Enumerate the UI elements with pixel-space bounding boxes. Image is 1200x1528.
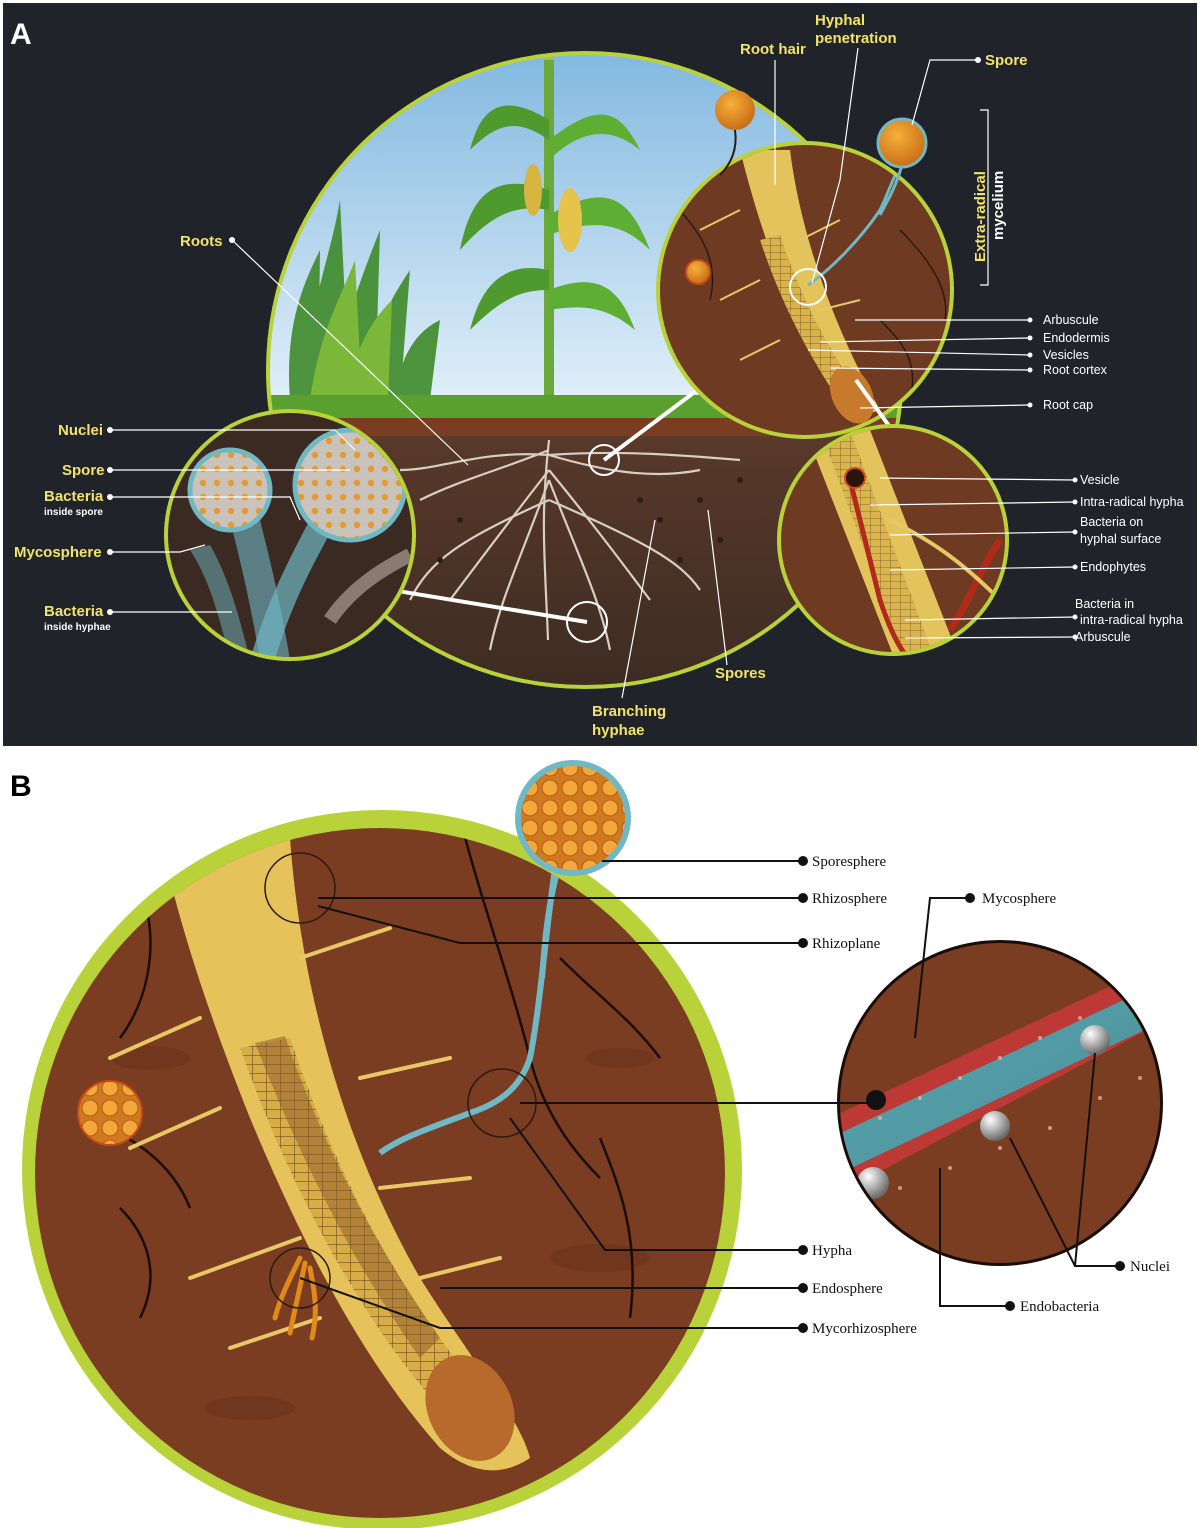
big-root-circle — [22, 810, 742, 1528]
label-mycosphere-b: Mycosphere — [982, 891, 1056, 907]
label-vesicle: Vesicle — [1080, 473, 1120, 487]
panel-a-illustration: Root hair Hyphal penetration Spore Extra… — [3, 3, 1197, 746]
label-root-cortex: Root cortex — [1043, 363, 1108, 377]
spore-floating — [715, 90, 755, 176]
label-mycelium: mycelium — [990, 171, 1007, 240]
label-mycosphere: Mycosphere — [14, 544, 102, 561]
label-arbuscule-bottom: Arbuscule — [1075, 630, 1131, 644]
label-branching-2: hyphae — [592, 722, 645, 739]
label-bacteria-in-2: intra-radical hypha — [1080, 613, 1183, 627]
top-right-zoom-circle — [656, 90, 954, 439]
label-root-hair: Root hair — [740, 41, 806, 58]
label-hyphal-penetration-2: penetration — [815, 30, 897, 47]
rhizosphere-zoom-marker — [264, 852, 336, 924]
label-intra-radical-hypha: Intra-radical hypha — [1080, 495, 1184, 509]
roots — [399, 439, 741, 651]
label-nuclei-b: Nuclei — [1130, 1259, 1170, 1275]
label-root-cap: Root cap — [1043, 398, 1093, 412]
label-hypha: Hypha — [812, 1243, 852, 1259]
label-endodermis: Endodermis — [1043, 331, 1110, 345]
mycosphere-zoom-circle — [837, 940, 1163, 1266]
label-inside-spore: inside spore — [44, 507, 103, 518]
label-sporesphere: Sporesphere — [812, 854, 886, 870]
label-bacteria-hyphae: Bacteria — [44, 603, 104, 620]
label-nuclei: Nuclei — [58, 422, 103, 439]
label-endosphere: Endosphere — [812, 1281, 883, 1297]
label-spore-top: Spore — [985, 52, 1028, 69]
label-rhizosphere: Rhizosphere — [812, 891, 887, 907]
label-inside-hyphae: inside hyphae — [44, 622, 111, 633]
mycorhizosphere-zoom-marker — [269, 1247, 331, 1309]
panel-a-leader-lines — [110, 47, 1076, 699]
panel-a-label: A — [10, 18, 32, 51]
label-arbuscule-top: Arbuscule — [1043, 313, 1099, 327]
spores-zoom-marker — [566, 601, 608, 643]
label-hyphal-penetration-1: Hyphal — [815, 12, 865, 29]
spore-top — [876, 117, 928, 216]
label-bacteria-on-2: hyphal surface — [1080, 532, 1161, 546]
label-branching-1: Branching — [592, 703, 666, 720]
label-rhizoplane: Rhizoplane — [812, 936, 881, 952]
label-mycorhizosphere: Mycorhizosphere — [812, 1321, 917, 1337]
label-spores: Spores — [715, 665, 766, 682]
label-bacteria-spore: Bacteria — [44, 488, 104, 505]
panel-b-illustration: Sporesphere Rhizosphere Rhizoplane Mycos… — [22, 760, 1170, 1528]
bottom-right-zoom-circle — [777, 424, 1009, 656]
root-cross-section — [160, 836, 530, 1471]
label-endobacteria: Endobacteria — [1020, 1299, 1099, 1315]
maize-plant — [460, 55, 650, 420]
label-roots: Roots — [180, 233, 223, 250]
label-endophytes: Endophytes — [1080, 560, 1146, 574]
label-bacteria-on-1: Bacteria on — [1080, 515, 1143, 529]
panel-b-leader-lines — [299, 860, 1118, 1329]
roots-zoom-marker — [588, 444, 620, 476]
panel-b-label: B — [10, 770, 32, 803]
label-extra-radical: Extra-radical — [972, 171, 989, 262]
sporesphere-spore — [515, 760, 631, 979]
label-vesicles: Vesicles — [1043, 348, 1089, 362]
label-bacteria-in-1: Bacteria in — [1075, 597, 1134, 611]
label-spore-left: Spore — [62, 462, 105, 479]
